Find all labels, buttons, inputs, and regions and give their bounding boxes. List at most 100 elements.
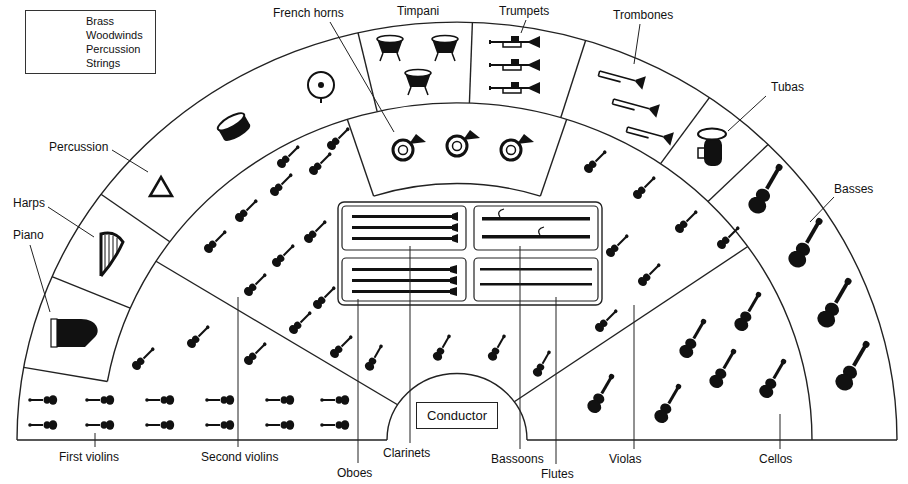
cello-icons xyxy=(677,316,711,361)
section-label: Violas xyxy=(608,452,642,466)
woodwind-icons xyxy=(352,268,450,271)
violin-icons xyxy=(205,395,234,405)
section-label: Second violins xyxy=(200,450,279,464)
stage-outline xyxy=(17,22,897,440)
violin-icons xyxy=(242,271,269,298)
violin-icons xyxy=(205,420,234,430)
brass-icons xyxy=(501,134,534,160)
legend-entry: Brass xyxy=(86,14,143,28)
brass-icons xyxy=(393,36,726,166)
section-label: Harps xyxy=(12,196,46,210)
woodwind-section xyxy=(474,206,598,250)
legend-entry: Strings xyxy=(86,56,143,70)
violin-icons xyxy=(233,197,260,224)
woodwind-section xyxy=(342,258,466,301)
legend-text: Strings xyxy=(86,57,120,69)
woodwind-icons xyxy=(480,283,592,286)
woodwind-icons xyxy=(352,215,452,218)
violin-icons xyxy=(307,150,334,177)
bass-icons xyxy=(745,160,788,217)
stage-outline xyxy=(540,119,566,196)
brass-icons xyxy=(447,130,480,156)
violin-icons xyxy=(130,345,157,372)
section-label: Cellos xyxy=(758,452,793,466)
stage-outline xyxy=(52,277,130,309)
leader-line xyxy=(95,433,96,447)
woodwind-icons xyxy=(450,287,457,296)
keyboard-harp-icons xyxy=(51,233,123,347)
leader-line xyxy=(238,297,239,447)
brass-icons xyxy=(598,64,646,89)
leader-line xyxy=(520,246,521,449)
leader-line xyxy=(810,197,834,222)
woodwind-icons xyxy=(499,209,504,217)
bass-icons xyxy=(814,274,857,331)
violin-icons xyxy=(28,125,554,430)
woodwind-icons xyxy=(452,223,458,232)
section-label: Timpani xyxy=(396,4,440,18)
violin-icons xyxy=(268,171,295,198)
woodwind-icons xyxy=(480,268,592,271)
stage-outline xyxy=(24,367,108,381)
viola-icons xyxy=(631,174,658,201)
violin-icons xyxy=(328,333,355,360)
stage-outline xyxy=(107,103,812,440)
violin-icons xyxy=(275,143,302,170)
violin-icons xyxy=(363,342,386,372)
violin-icons xyxy=(311,284,338,311)
section-label: Bassoons xyxy=(490,452,545,466)
violin-icons xyxy=(270,242,297,269)
violin-icons xyxy=(531,348,554,378)
section-label: Trumpets xyxy=(498,4,550,18)
woodwind-icons xyxy=(450,265,457,274)
violin-icons xyxy=(265,395,294,405)
leader-line xyxy=(48,207,94,237)
percussion-icons xyxy=(216,110,253,144)
woodwind-icons xyxy=(352,290,450,293)
section-label: First violins xyxy=(58,450,120,464)
node-text: Conductor xyxy=(427,408,487,423)
woodwind-icons xyxy=(452,234,458,243)
brass-icons xyxy=(490,36,540,48)
violin-icons xyxy=(85,395,114,405)
stage-outline xyxy=(347,119,373,196)
brass-icons xyxy=(626,120,674,145)
viola-icons xyxy=(715,224,742,251)
leader-line xyxy=(634,305,635,449)
cello-icons xyxy=(585,289,791,426)
leader-line xyxy=(728,96,766,131)
woodwind-icons xyxy=(539,227,544,235)
leader-line xyxy=(112,150,148,172)
violin-icons xyxy=(287,309,314,336)
violin-icons xyxy=(320,420,349,430)
violin-icons xyxy=(145,420,174,430)
violin-icons xyxy=(431,332,454,362)
percussion-icons xyxy=(405,70,431,96)
woodwind-icons xyxy=(352,209,592,296)
legend-text: Brass xyxy=(86,15,114,27)
violin-icons xyxy=(28,395,57,405)
viola-icons xyxy=(604,232,631,259)
percussion-icons xyxy=(308,72,334,103)
leader-line xyxy=(330,22,394,132)
leader-line xyxy=(780,414,781,449)
legend-text: Woodwinds xyxy=(86,29,143,41)
legend-entry: Woodwinds xyxy=(86,28,143,42)
bass-icons xyxy=(745,160,875,394)
percussion-icons xyxy=(150,177,172,196)
percussion-icons xyxy=(377,36,403,62)
section-label: Piano xyxy=(12,228,45,242)
section-label: Tubas xyxy=(770,80,805,94)
woodwind-icons xyxy=(482,235,590,239)
keyboard-harp-icons xyxy=(51,319,98,347)
cello-icons xyxy=(757,356,791,401)
violin-icons xyxy=(265,420,294,430)
viola-icons xyxy=(636,261,663,288)
stage-outline xyxy=(469,22,472,103)
brass-icons xyxy=(490,82,540,94)
woodwind-icons xyxy=(352,279,450,282)
violin-icons xyxy=(320,395,349,405)
bass-icons xyxy=(832,337,875,394)
brass-icons xyxy=(490,59,540,71)
section-label: Flutes xyxy=(540,467,575,481)
